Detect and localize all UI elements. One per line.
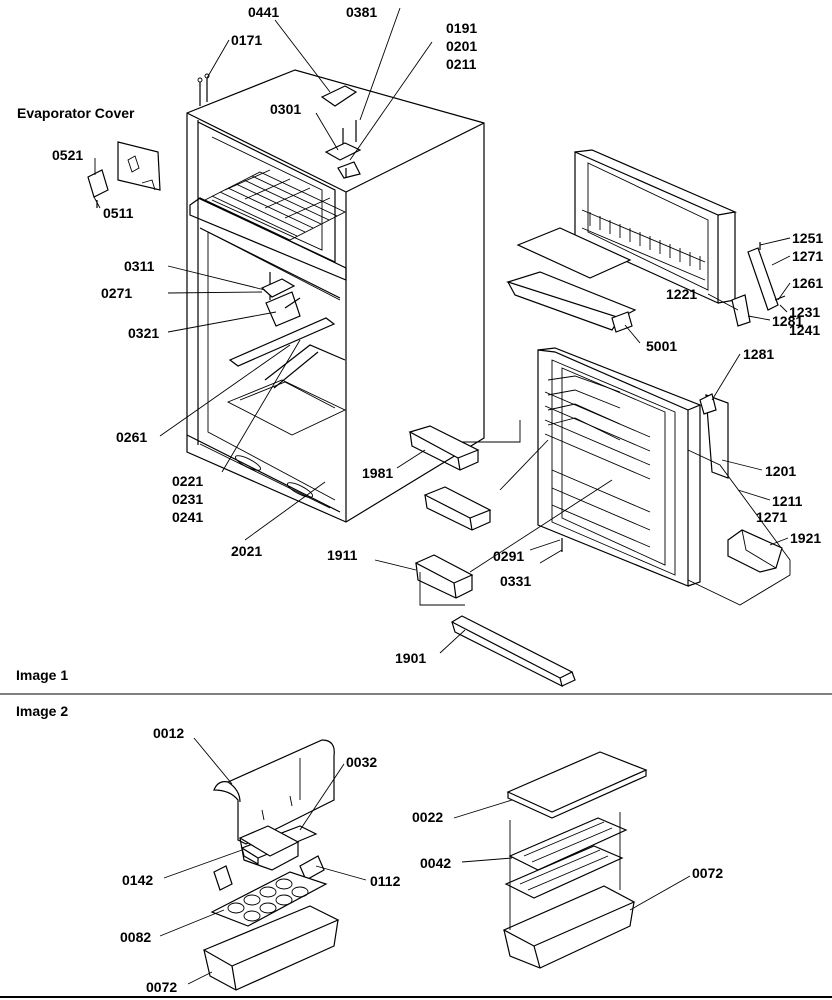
label-0291: 0291 [493, 548, 524, 564]
label-0441: 0441 [248, 4, 279, 20]
label-1901: 1901 [395, 650, 426, 666]
label-1261: 1261 [792, 275, 823, 291]
evaporator-cover-label: Evaporator Cover [17, 105, 135, 121]
evaporator-cover-part [87, 141, 161, 208]
freezer-door-assembly [506, 149, 786, 333]
fresh-food-door-assembly [419, 347, 791, 606]
label-1271-top: 1271 [792, 248, 823, 264]
label-0142: 0142 [122, 872, 153, 888]
label-0321: 0321 [128, 325, 159, 341]
label-1251: 1251 [792, 230, 823, 246]
label-5001: 5001 [646, 338, 677, 354]
label-0331: 0331 [500, 573, 531, 589]
label-0311: 0311 [124, 258, 155, 274]
label-0082: 0082 [120, 929, 151, 945]
label-1231: 1231 [789, 304, 820, 320]
label-1281-top: 1281 [772, 313, 803, 329]
image2-heading: Image 2 [16, 703, 68, 719]
label-1281-mid: 1281 [743, 346, 774, 362]
label-1241: 1241 [789, 322, 820, 338]
door-bins [408, 425, 783, 688]
label-0521: 0521 [52, 147, 83, 163]
ice-maker-assembly [202, 739, 340, 991]
leader-lines-image1 [93, 7, 791, 654]
label-0072-right: 0072 [692, 865, 723, 881]
label-1911: 1911 [327, 547, 358, 563]
label-0221: 0221 [172, 473, 203, 489]
label-1201: 1201 [765, 463, 796, 479]
label-0171: 0171 [231, 32, 262, 48]
ice-tray-set [502, 751, 648, 969]
cabinet-assembly [186, 69, 485, 523]
leader-lines-image2 [159, 737, 691, 985]
label-0032: 0032 [346, 754, 377, 770]
label-2021: 2021 [231, 543, 262, 559]
label-0301: 0301 [270, 101, 301, 117]
image1-heading: Image 1 [16, 667, 68, 683]
label-1981: 1981 [362, 465, 393, 481]
label-0112: 0112 [370, 873, 401, 889]
label-0191: 0191 [446, 20, 477, 36]
label-0022: 0022 [412, 809, 443, 825]
label-1211: 1211 [772, 493, 803, 509]
label-0381: 0381 [346, 4, 377, 20]
labels-image1: 0441 0381 0171 0191 0201 0211 0301 Evapo… [16, 4, 823, 683]
label-1221: 1221 [666, 286, 697, 302]
label-0211: 0211 [446, 56, 477, 72]
label-1921: 1921 [790, 530, 821, 546]
label-0261: 0261 [116, 429, 147, 445]
label-0012: 0012 [153, 725, 184, 741]
label-0271: 0271 [101, 285, 132, 301]
label-0072-left: 0072 [146, 979, 177, 995]
labels-image2: 0012 0032 0142 0112 0082 0072 0022 0042 … [120, 725, 723, 995]
label-0042: 0042 [420, 855, 451, 871]
label-0241: 0241 [172, 509, 203, 525]
label-0201: 0201 [446, 38, 477, 54]
label-0511: 0511 [103, 205, 134, 221]
label-0231: 0231 [172, 491, 203, 507]
label-1271-bottom: 1271 [756, 509, 787, 525]
